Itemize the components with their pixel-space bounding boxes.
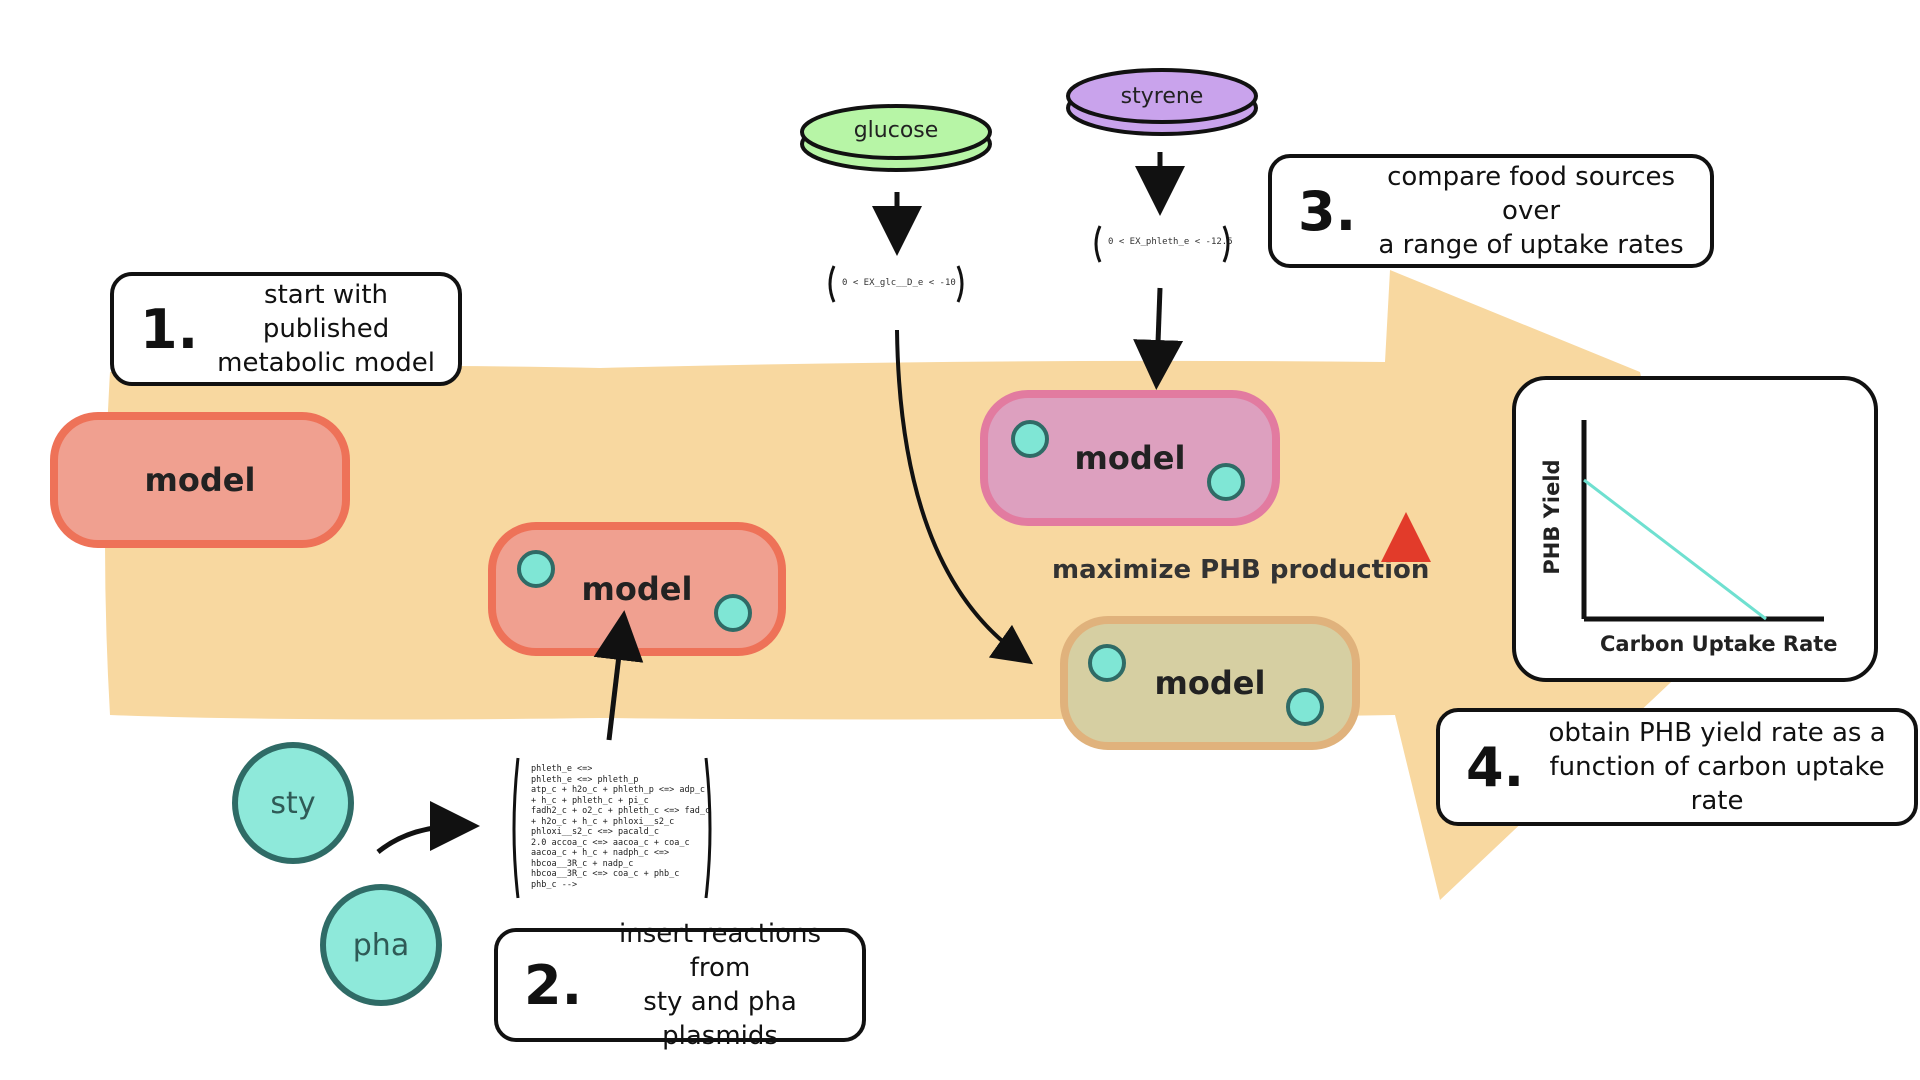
glucose-model-plasmid-dot-2 — [1286, 688, 1324, 726]
modified-model-label: model — [581, 570, 693, 608]
step-2-line-2: sty and pha plasmids — [643, 987, 797, 1051]
plasmids-to-reactions-arrow — [376, 801, 480, 854]
yield-graph — [1512, 376, 1878, 682]
step-3-line-2: a range of uptake rates — [1378, 230, 1684, 260]
reaction-line: hbcoa__3R_c + nadp_c — [531, 858, 634, 869]
step-1-number: 1. — [140, 297, 199, 361]
step-2-text: insert reactions from sty and pha plasmi… — [596, 917, 862, 1053]
reaction-line: atp_c + h2o_c + phleth_p <=> adp_c — [531, 785, 705, 795]
step-1-box: 1. start with published metabolic model — [110, 272, 462, 386]
step-2-box: 2. insert reactions from sty and pha pla… — [494, 919, 866, 1051]
sty-plasmid-label: sty — [270, 785, 316, 821]
base-model-label: model — [144, 461, 256, 499]
reaction-line: phleth_e <=> phleth_p — [531, 774, 639, 785]
step-3-number: 3. — [1298, 179, 1357, 243]
modified-model-plasmid-dot-2 — [714, 594, 752, 632]
glucose-bound-to-model-arrow — [895, 329, 1034, 665]
reaction-line: hbcoa__3R_c <=> coa_c + phb_c — [531, 869, 680, 879]
styrene-model-plasmid-dot-2 — [1207, 463, 1245, 501]
reaction-line: + h_c + phleth_c + pi_c — [531, 795, 649, 806]
glucose-model-plasmid-dot-1 — [1088, 644, 1126, 682]
graph-xlabel: Carbon Uptake Rate — [1600, 632, 1838, 656]
base-model-cell: model — [50, 412, 350, 548]
step-3-box: 3. compare food sources over a range of … — [1268, 154, 1714, 268]
reaction-line: fadh2_c + o2_c + phleth_c <=> fad_c — [531, 806, 711, 816]
glucose-model-cell: model — [1060, 616, 1360, 750]
reaction-line: + h2o_c + h_c + phloxi__s2_c — [531, 816, 675, 827]
styrene-model-label: model — [1074, 439, 1186, 477]
step-4-line-2: function of carbon uptake rate — [1549, 752, 1885, 816]
reactions-to-model-arrow — [593, 610, 644, 741]
glucose-uptake-bound: 0 < EX_glc__D_e < -10 — [842, 278, 956, 288]
pha-plasmid-label: pha — [352, 927, 410, 963]
step-4-line-1: obtain PHB yield rate as a — [1548, 718, 1886, 748]
graph-trend-line — [1583, 478, 1767, 621]
pha-plasmid: pha — [320, 884, 442, 1006]
step-3-line-1: compare food sources over — [1387, 162, 1676, 226]
sty-plasmid: sty — [232, 742, 354, 864]
glucose-model-label: model — [1154, 664, 1266, 702]
step-2-number: 2. — [524, 953, 583, 1017]
step-1-text: start with published metabolic model — [212, 278, 458, 380]
step-1-line-1: start with published — [262, 280, 390, 344]
glucose-dish-label: glucose — [853, 118, 939, 143]
step-4-number: 4. — [1466, 735, 1525, 799]
styrene-model-cell: model — [980, 390, 1280, 526]
reaction-line: aacoa_c + h_c + nadph_c <=> — [531, 848, 670, 858]
styrene-dish-label: styrene — [1120, 84, 1204, 109]
styrene-model-plasmid-dot-1 — [1011, 420, 1049, 458]
reaction-line: phleth_e <=> — [531, 764, 593, 774]
styrene-uptake-bound: 0 < EX_phleth_e < -12.5 — [1108, 237, 1233, 247]
reaction-line: phloxi__s2_c <=> pacald_c — [531, 827, 659, 837]
step-4-box: 4. obtain PHB yield rate as a function o… — [1436, 708, 1918, 826]
step-4-text: obtain PHB yield rate as a function of c… — [1538, 716, 1914, 818]
reaction-line: phb_c --> — [531, 879, 578, 890]
objective-label: maximize PHB production — [1052, 555, 1430, 585]
glucose-dish-icon — [800, 104, 992, 172]
modified-model-plasmid-dot-1 — [517, 550, 555, 588]
step-1-line-2: metabolic model — [217, 348, 435, 378]
step-3-text: compare food sources over a range of upt… — [1370, 160, 1710, 262]
reaction-line: 2.0 accoa_c <=> aacoa_c + coa_c — [531, 837, 690, 848]
step-2-line-1: insert reactions from — [619, 919, 822, 983]
styrene-bound-to-model-arrow — [1133, 287, 1184, 390]
styrene-dish-icon — [1066, 68, 1258, 136]
